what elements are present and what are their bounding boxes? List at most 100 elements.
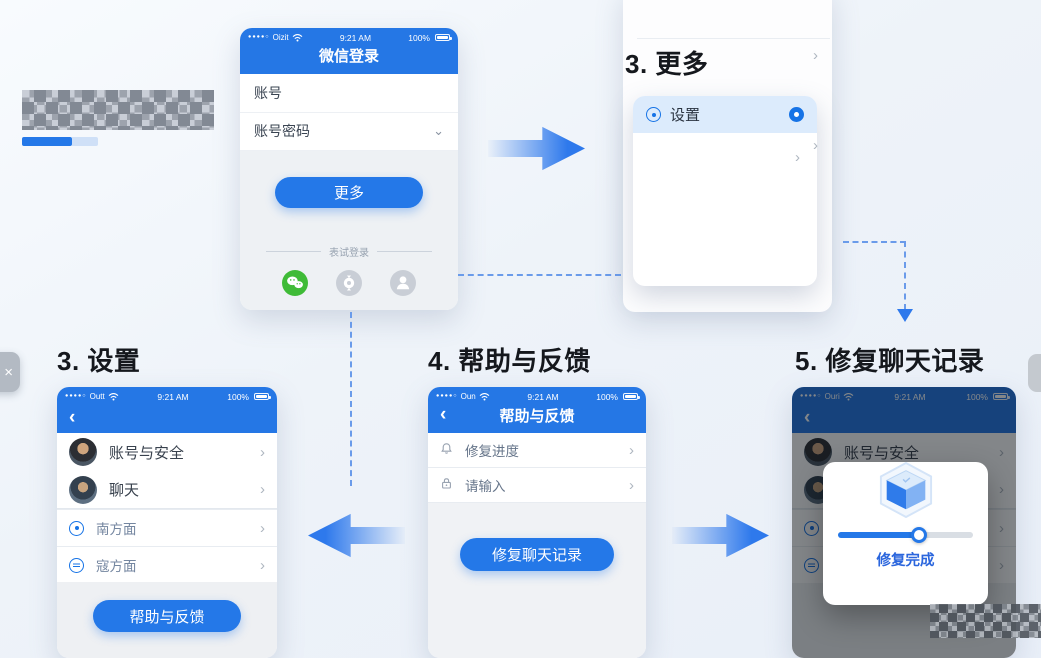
chevron-right-icon: › bbox=[260, 519, 265, 537]
row-label: 南方面 bbox=[96, 522, 137, 537]
login-lower-area: 更多 表试登录 bbox=[240, 151, 458, 310]
settings-row-wide[interactable]: 寇方面 › bbox=[57, 546, 277, 583]
help-footer-area: 修复聊天记录 bbox=[428, 503, 646, 658]
settings-target-icon bbox=[646, 107, 661, 122]
float-ball-icon[interactable] bbox=[336, 270, 362, 296]
repair-progress-dialog: 修复完成 bbox=[823, 461, 988, 605]
help-feedback-button[interactable]: 帮助与反馈 bbox=[93, 600, 241, 632]
settings-footer-area: 帮助与反馈 bbox=[57, 582, 277, 658]
wifi-icon bbox=[108, 392, 119, 401]
account-field-label: 账号 bbox=[254, 84, 282, 101]
phone-settings: ●●●●○ Outt 9:21 AM 100% ‹ 账号与安全 › 聊天 › 南… bbox=[57, 387, 277, 658]
repair-box-icon bbox=[875, 461, 937, 522]
signal-icon: ●●●●○ bbox=[65, 392, 87, 399]
carrier-label: Outt bbox=[89, 392, 105, 401]
chevron-right-icon: › bbox=[813, 137, 818, 154]
settings-row-south[interactable]: 南方面 › bbox=[57, 509, 277, 546]
account-field[interactable]: 账号 bbox=[240, 74, 458, 113]
dashed-connector-more-right bbox=[843, 241, 906, 243]
dropdown-item-settings[interactable]: 设置 bbox=[633, 96, 817, 133]
row-label: 聊天 bbox=[109, 482, 140, 499]
clock-label: 9:21 AM bbox=[339, 32, 372, 43]
battery-icon bbox=[254, 393, 271, 400]
password-field-label: 账号密码 bbox=[254, 123, 310, 140]
help-header: ●●●●○ Oun 9:21 AM 100% ‹ 帮助与反馈 bbox=[428, 387, 646, 433]
phone-login: ●●●●○ Oizit 9:21 AM 100% 微信登录 账号 账号密码 ⌄ … bbox=[240, 28, 458, 310]
lock-icon bbox=[440, 477, 453, 493]
more-button[interactable]: 更多 bbox=[275, 177, 423, 208]
close-icon: × bbox=[4, 363, 13, 381]
wifi-icon bbox=[292, 33, 303, 42]
login-header: ●●●●○ Oizit 9:21 AM 100% 微信登录 bbox=[240, 28, 458, 74]
settings-row-chat[interactable]: 聊天 › bbox=[57, 471, 277, 509]
login-title: 微信登录 bbox=[318, 48, 379, 65]
target-icon bbox=[69, 520, 84, 536]
password-field[interactable]: 账号密码 ⌄ bbox=[240, 112, 458, 151]
chevron-right-icon: › bbox=[629, 441, 634, 459]
status-bar: ●●●●○ Outt 9:21 AM 100% bbox=[57, 387, 277, 402]
repair-progress-knob[interactable] bbox=[911, 526, 927, 543]
alt-login-divider: 表试登录 bbox=[240, 244, 458, 259]
arrow-left-step3-icon bbox=[308, 513, 405, 558]
signal-icon: ●●●●○ bbox=[248, 33, 270, 40]
help-row-progress[interactable]: 修复进度 › bbox=[428, 433, 646, 468]
arrow-right-step2-icon bbox=[488, 126, 585, 171]
chevron-right-icon: › bbox=[260, 443, 265, 461]
carrier-label: Oizit bbox=[272, 33, 289, 42]
chevron-right-icon: › bbox=[260, 556, 265, 574]
heading-help: 4. 帮助与反馈 bbox=[428, 346, 591, 376]
logo-underline bbox=[22, 137, 72, 146]
repair-progress-slider[interactable] bbox=[838, 526, 973, 543]
wifi-icon bbox=[479, 392, 490, 401]
bell-icon bbox=[440, 442, 453, 458]
social-login-row bbox=[240, 270, 458, 296]
help-row-input[interactable]: 请输入 › bbox=[428, 468, 646, 503]
clock-label: 9:21 AM bbox=[157, 391, 189, 402]
avatar bbox=[69, 475, 97, 504]
heading-repair: 5. 修复聊天记录 bbox=[795, 346, 985, 376]
logo-underline-light bbox=[72, 137, 98, 146]
heading-more: 3. 更多 bbox=[625, 49, 709, 79]
chevron-down-icon[interactable]: ⌄ bbox=[433, 123, 444, 139]
battery-icon bbox=[623, 393, 640, 400]
chevron-right-icon: › bbox=[795, 149, 800, 166]
status-bar: ●●●●○ Oizit 9:21 AM 100% bbox=[240, 28, 458, 43]
edge-close-button[interactable]: × bbox=[0, 352, 20, 392]
back-icon[interactable]: ‹ bbox=[69, 407, 76, 428]
battery-icon bbox=[435, 34, 452, 41]
repair-chat-button[interactable]: 修复聊天记录 bbox=[460, 538, 614, 571]
settings-header: ●●●●○ Outt 9:21 AM 100% ‹ bbox=[57, 387, 277, 433]
battery-label: 100% bbox=[227, 391, 249, 402]
settings-row-account[interactable]: 账号与安全 › bbox=[57, 433, 277, 471]
dropdown-item-label: 设置 bbox=[670, 107, 701, 124]
chevron-right-icon: › bbox=[813, 47, 818, 64]
row-label: 修复进度 bbox=[465, 444, 519, 459]
chevron-right-icon: › bbox=[629, 476, 634, 494]
signal-icon: ●●●●○ bbox=[436, 392, 458, 399]
alt-login-label: 表试登录 bbox=[329, 248, 369, 259]
status-bar: ●●●●○ Oun 9:21 AM 100% bbox=[428, 387, 646, 402]
dashed-connector-login-more bbox=[458, 274, 621, 276]
phone-help: ●●●●○ Oun 9:21 AM 100% ‹ 帮助与反馈 修复进度 › 请输… bbox=[428, 387, 646, 658]
row-label: 寇方面 bbox=[96, 559, 137, 574]
repair-progress-fill bbox=[838, 532, 919, 538]
arrow-right-step4-icon bbox=[672, 513, 769, 558]
blurred-logo bbox=[22, 90, 214, 130]
dashed-connector-more-down bbox=[904, 241, 906, 310]
radio-selected-icon[interactable] bbox=[789, 107, 804, 122]
back-icon[interactable]: ‹ bbox=[440, 404, 447, 425]
row-label: 请输入 bbox=[465, 479, 506, 494]
edge-right-tab[interactable] bbox=[1028, 354, 1041, 392]
wechat-icon[interactable] bbox=[282, 270, 308, 296]
dashed-connector-login-down bbox=[350, 312, 352, 486]
heading-settings: 3. 设置 bbox=[57, 346, 141, 376]
row-label: 账号与安全 bbox=[109, 444, 185, 462]
phone-more: › 设置 › › bbox=[623, 0, 832, 312]
help-title: 帮助与反馈 bbox=[499, 408, 575, 425]
lines-icon bbox=[69, 557, 84, 573]
row-divider bbox=[637, 38, 830, 39]
profile-icon[interactable] bbox=[390, 270, 416, 296]
settings-dropdown: 设置 bbox=[633, 96, 817, 286]
carrier-label: Oun bbox=[460, 392, 476, 401]
